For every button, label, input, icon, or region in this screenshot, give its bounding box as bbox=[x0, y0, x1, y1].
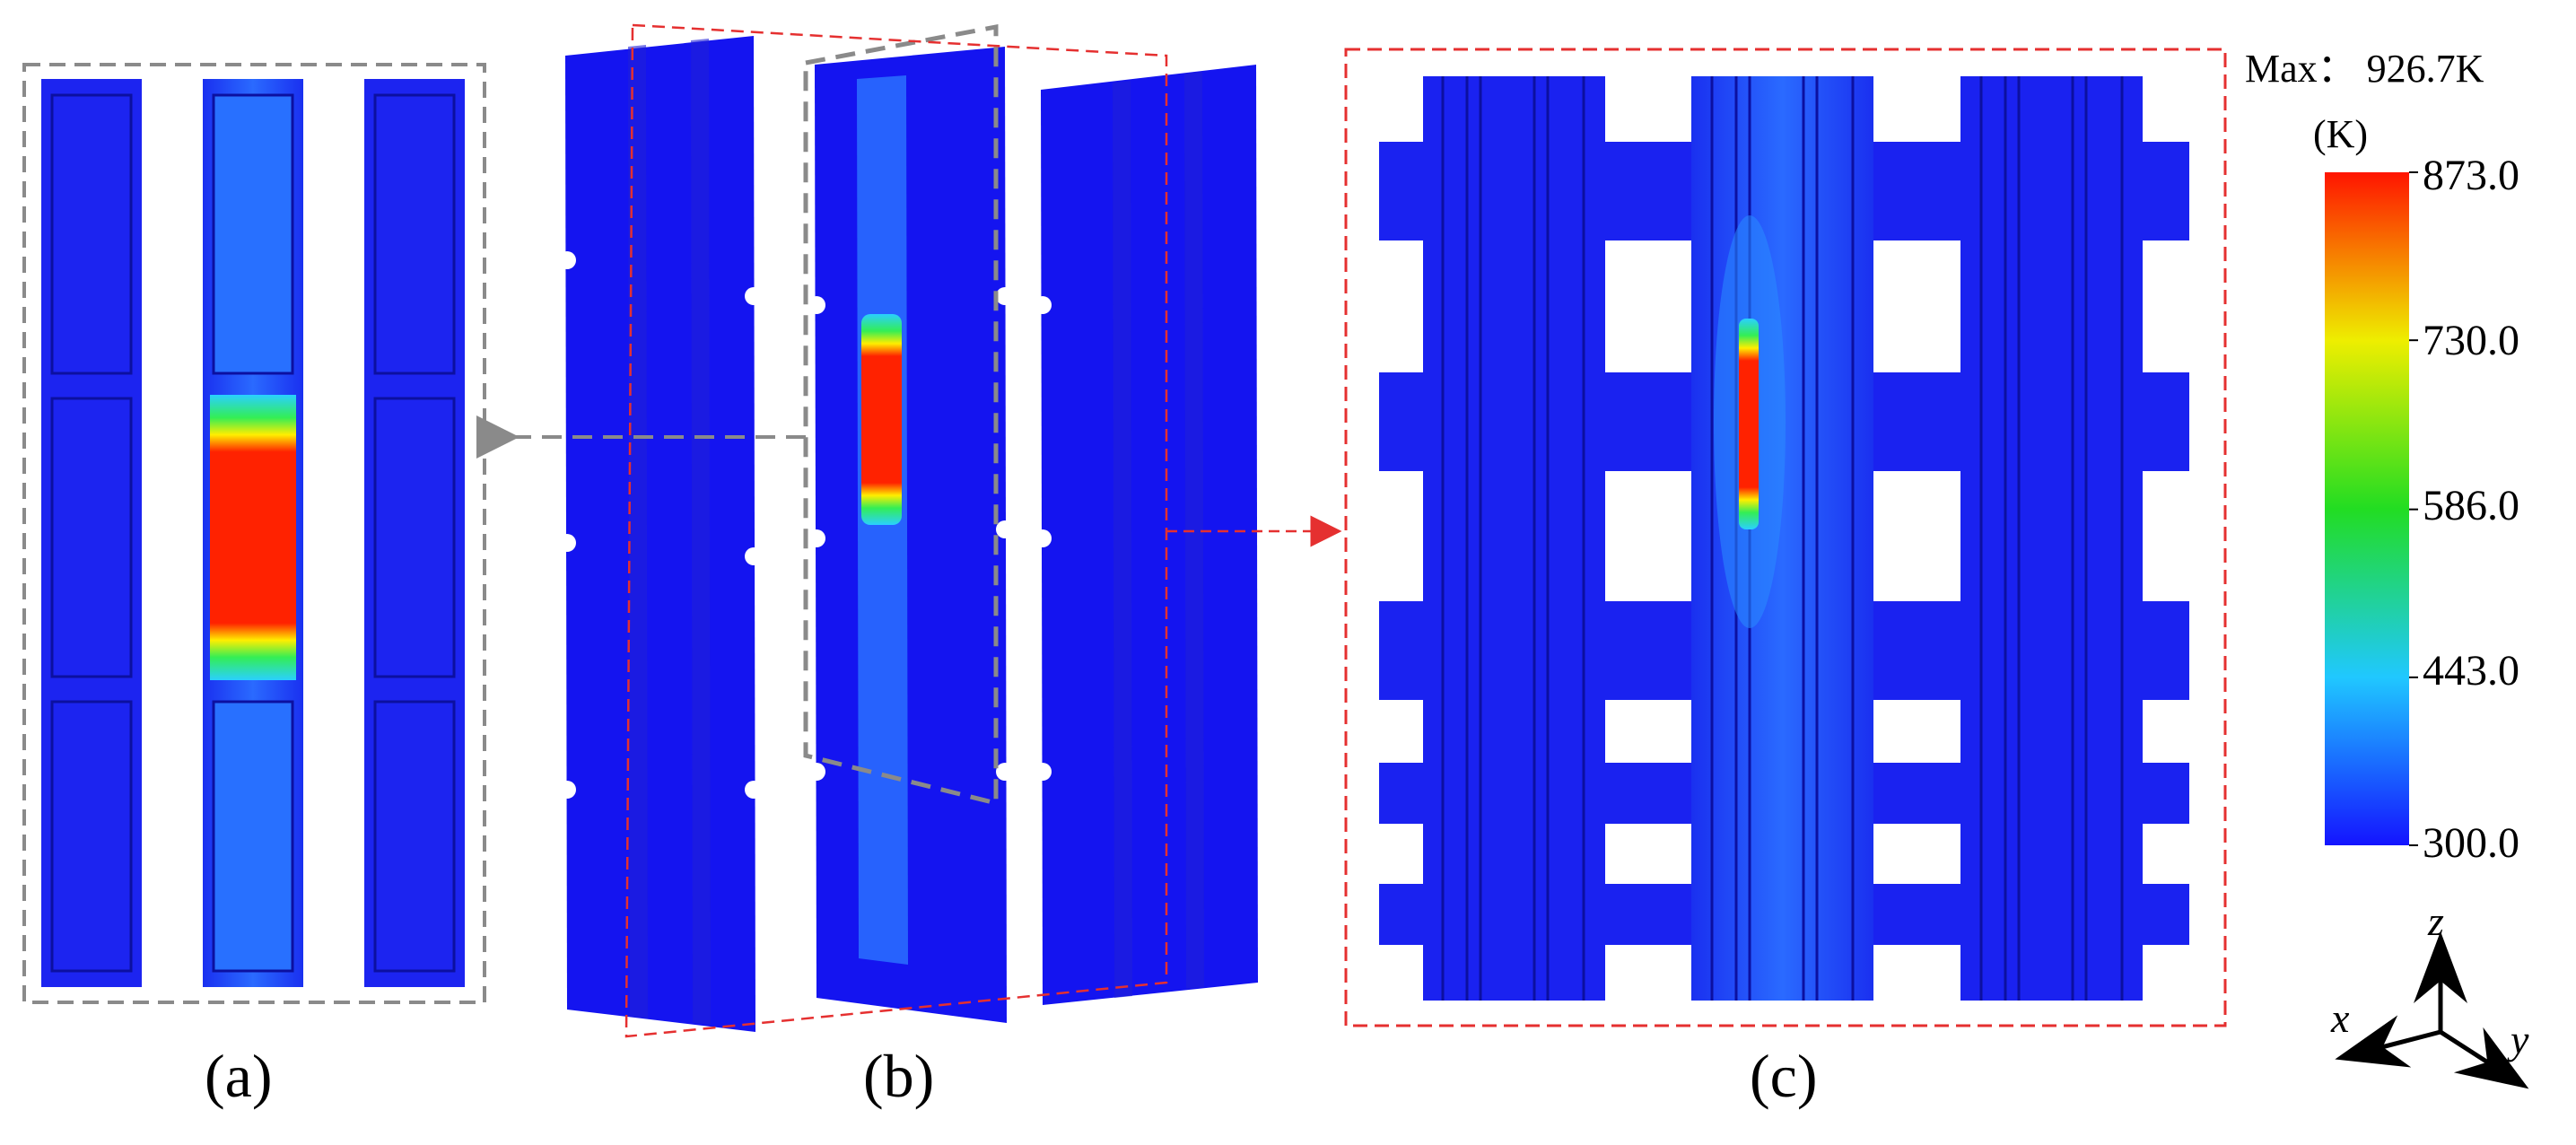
panel-c-column-right bbox=[1960, 76, 2143, 1001]
x-axis-label: x bbox=[2331, 995, 2350, 1041]
colorbar-tick-label: 586.0 bbox=[2423, 482, 2519, 529]
panel-c-column-left bbox=[1423, 76, 1605, 1001]
panel-c-column-center bbox=[1691, 76, 1873, 1001]
panel-c-dashed-frame bbox=[1344, 48, 2227, 1027]
panel-a bbox=[22, 63, 486, 1004]
panel-a-center-rod bbox=[203, 79, 303, 987]
colorbar-tick-label: 730.0 bbox=[2423, 317, 2519, 364]
coordinate-axes bbox=[2335, 931, 2529, 1089]
colorbar-max-label: Max： 926.7K bbox=[2245, 47, 2484, 91]
panel-b-red-section-plane bbox=[624, 23, 1168, 1038]
panel-a-left-rod bbox=[41, 79, 142, 987]
colorbar-tick-label: 443.0 bbox=[2423, 647, 2519, 695]
hot-spot-b bbox=[861, 314, 902, 525]
panel-b-right-rod bbox=[1034, 65, 1258, 1005]
colorbar-tick-label: 300.0 bbox=[2423, 819, 2519, 867]
colorbar-strip bbox=[2325, 172, 2409, 845]
colorbar-tick-label: 873.0 bbox=[2423, 152, 2519, 199]
panel-b-label: (b) bbox=[863, 1042, 935, 1110]
colorbar-unit-label: (K) bbox=[2313, 112, 2369, 156]
hot-spot-c bbox=[1739, 319, 1759, 529]
z-axis-label: z bbox=[2428, 898, 2444, 944]
panel-b-gray-cut-plane bbox=[803, 23, 999, 807]
y-axis-label: y bbox=[2511, 1017, 2529, 1062]
colorbar bbox=[2325, 171, 2418, 846]
panel-b-left-rod bbox=[558, 36, 763, 1032]
panel-c bbox=[1344, 48, 2227, 1027]
panel-b bbox=[558, 23, 1258, 1038]
colorbar-ticks bbox=[2409, 171, 2418, 846]
panel-c-label: (c) bbox=[1750, 1042, 1818, 1110]
y-axis-arrow bbox=[2439, 1027, 2529, 1089]
hot-spot-a bbox=[210, 395, 296, 680]
x-axis-arrow bbox=[2335, 1015, 2441, 1068]
panel-b-center-rod bbox=[808, 47, 1014, 1023]
panel-a-right-rod bbox=[364, 79, 465, 987]
panel-a-label: (a) bbox=[205, 1042, 273, 1110]
panel-a-dashed-frame bbox=[22, 63, 486, 1004]
